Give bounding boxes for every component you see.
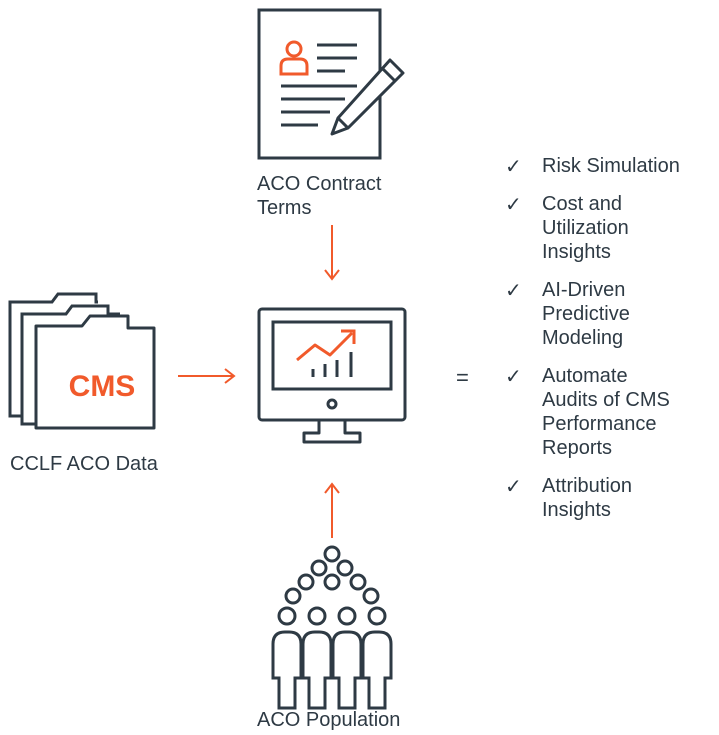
check-icon: ✓ xyxy=(505,364,522,388)
people-group-icon xyxy=(271,545,393,710)
equals-sign: = xyxy=(456,365,469,390)
arrow-down-icon xyxy=(324,225,340,281)
feature-line: Risk Simulation xyxy=(542,155,680,177)
contract-label-line-1: ACO Contract xyxy=(257,173,382,195)
feature-line: AI-Driven xyxy=(542,279,626,301)
cclf-label: CCLF ACO Data xyxy=(10,453,158,475)
check-icon: ✓ xyxy=(505,474,522,498)
feature-item: ✓ Risk Simulation xyxy=(505,154,719,178)
feature-item: ✓ Automate Audits of CMS Performance Rep… xyxy=(505,364,719,460)
feature-line: Automate xyxy=(542,365,628,387)
feature-line: Insights xyxy=(542,499,611,521)
feature-line: Predictive xyxy=(542,303,630,325)
feature-item: ✓ AI-Driven Predictive Modeling xyxy=(505,278,719,350)
feature-line: Insights xyxy=(542,241,611,263)
feature-item: ✓ Attribution Insights xyxy=(505,474,719,522)
folder-stack-icon xyxy=(8,292,156,430)
feature-line: Performance xyxy=(542,413,657,435)
check-icon: ✓ xyxy=(505,192,522,216)
monitor-chart-icon xyxy=(257,307,407,444)
check-icon: ✓ xyxy=(505,278,522,302)
feature-list: ✓ Risk Simulation ✓ Cost and Utilization… xyxy=(505,154,719,536)
feature-line: Attribution xyxy=(542,475,633,497)
contract-label: ACO Contract Terms xyxy=(257,172,381,220)
arrow-up-icon xyxy=(324,482,340,538)
feature-item: ✓ Cost and Utilization Insights xyxy=(505,192,719,264)
feature-line: Audits of CMS xyxy=(542,389,670,411)
arrow-right-icon xyxy=(178,368,236,384)
cms-badge: CMS xyxy=(68,370,136,403)
feature-line: Utilization xyxy=(542,217,629,239)
contract-label-line-2: Terms xyxy=(257,197,312,219)
feature-line: Reports xyxy=(542,437,613,459)
check-icon: ✓ xyxy=(505,154,522,178)
feature-line: Modeling xyxy=(542,327,624,349)
population-label: ACO Population xyxy=(257,709,401,731)
feature-line: Cost and xyxy=(542,193,623,215)
